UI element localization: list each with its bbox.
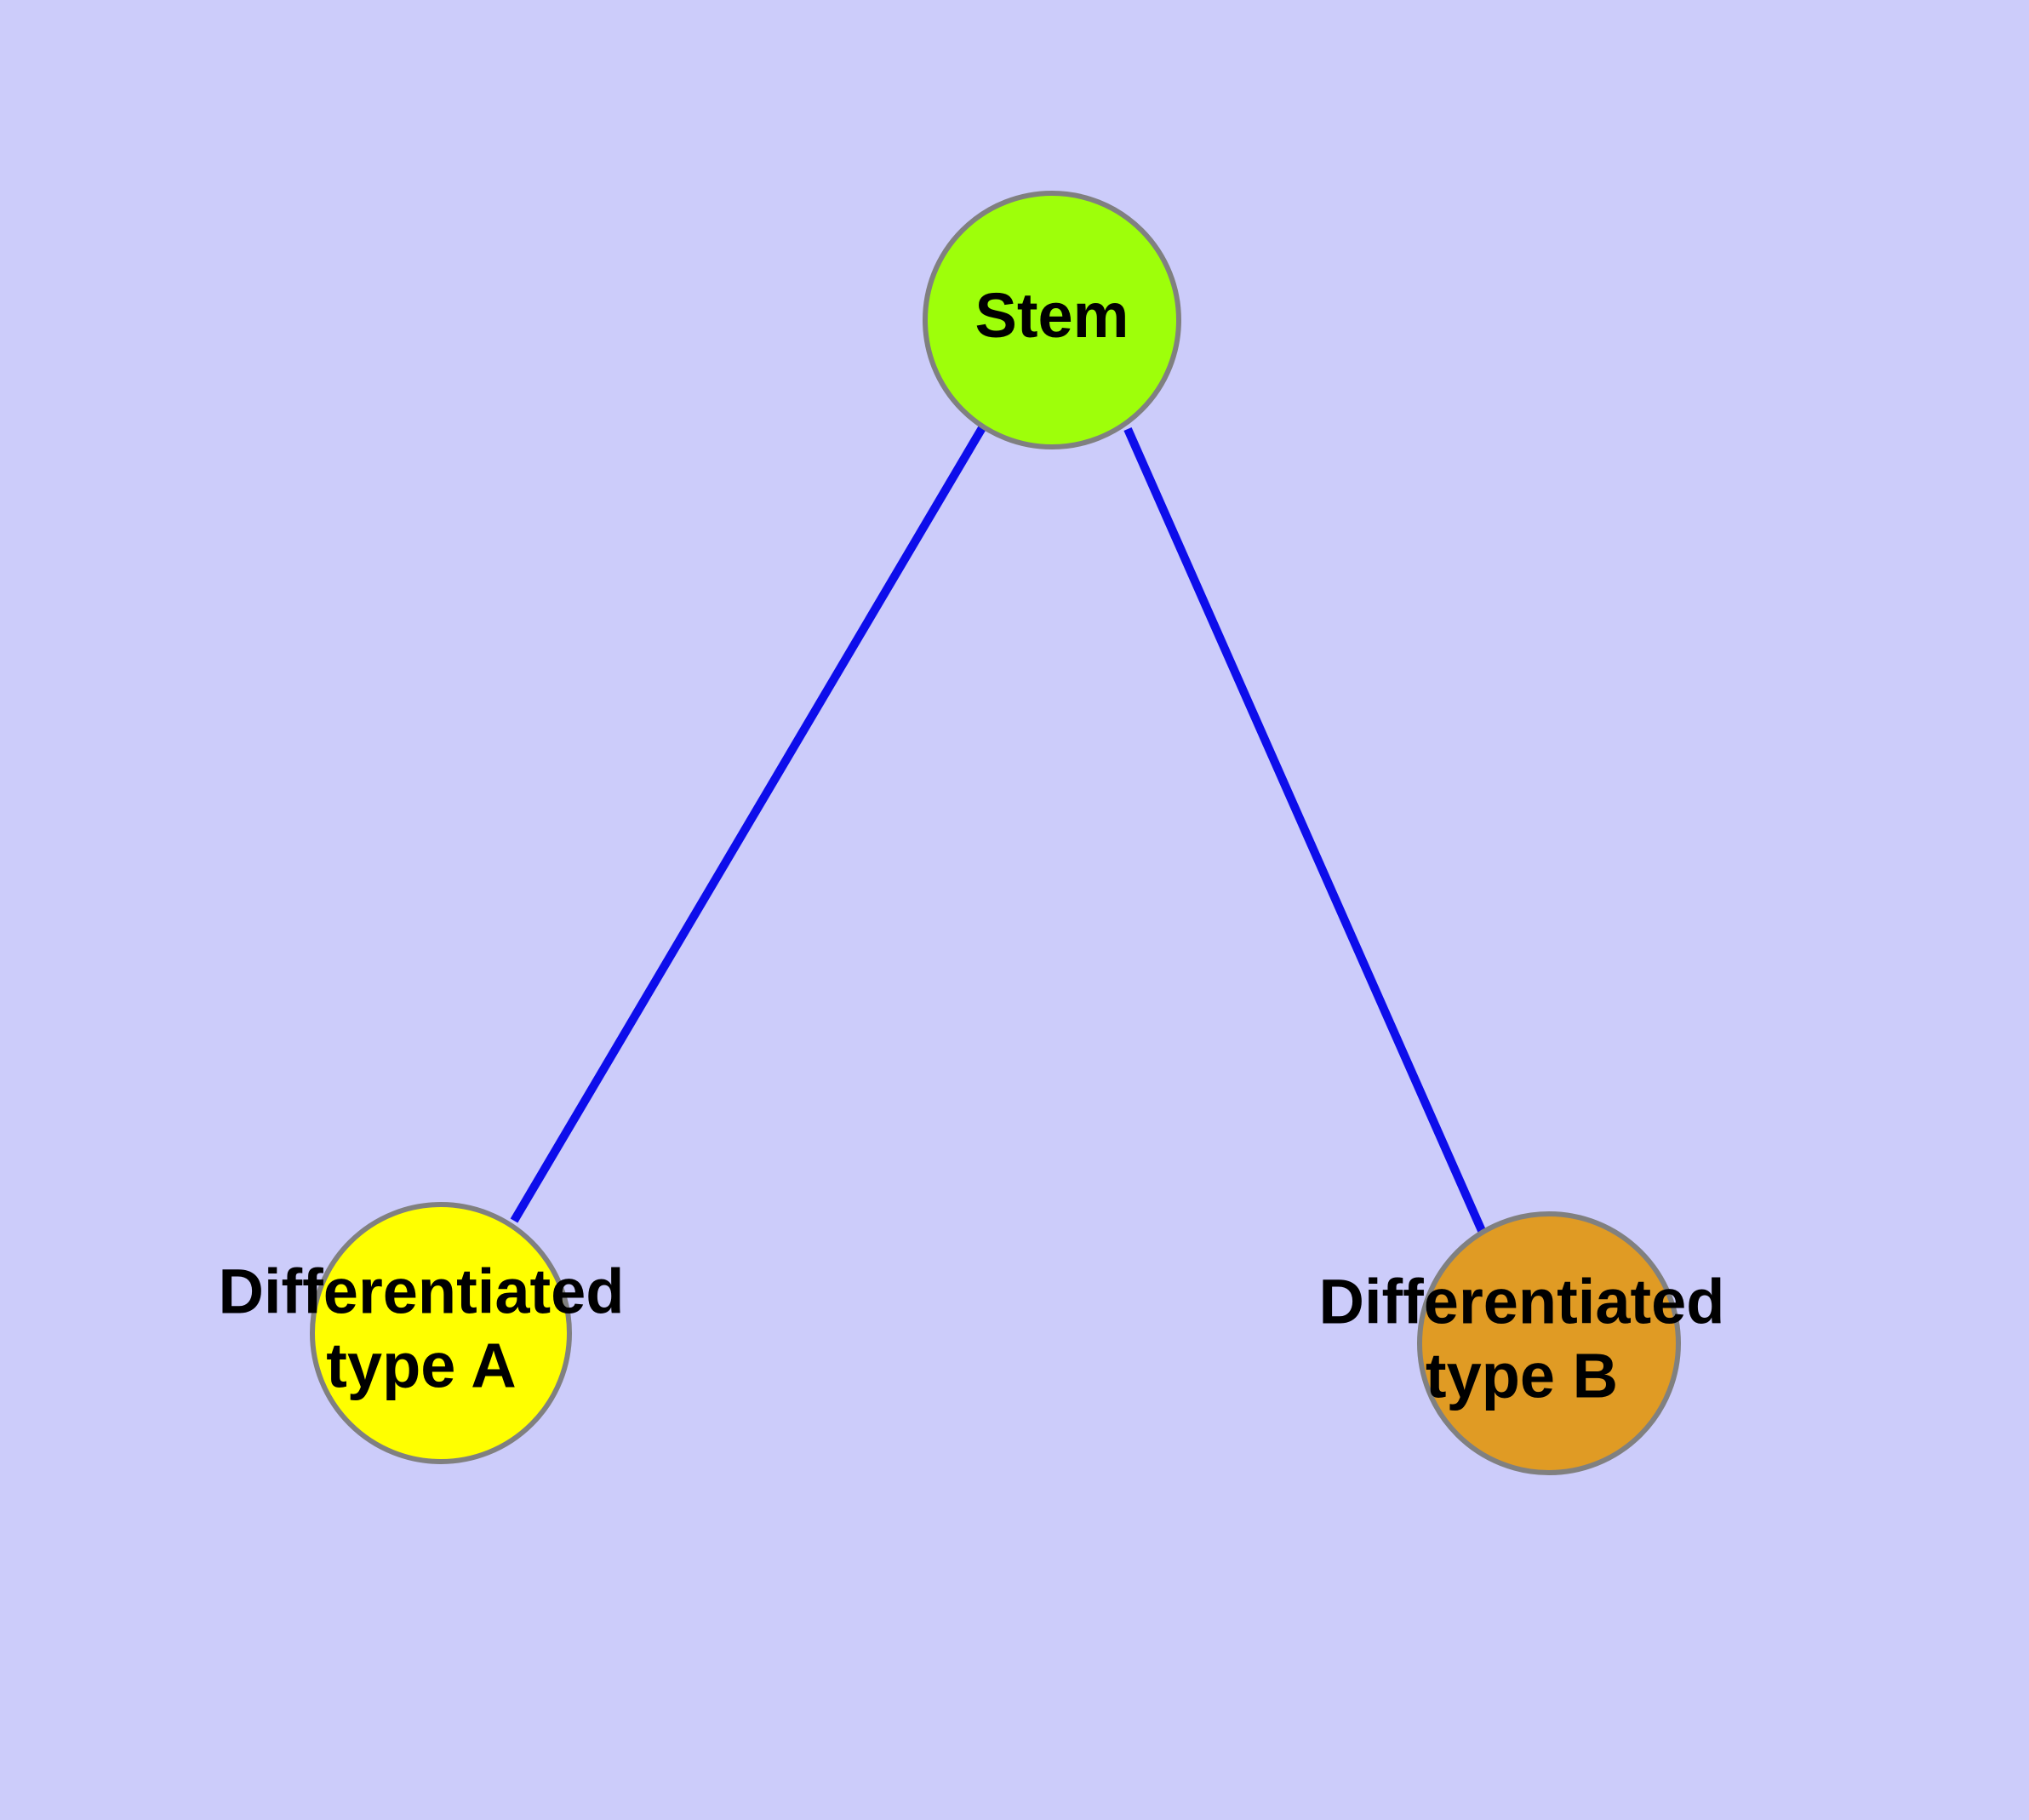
label-line: Differentiated	[1319, 1266, 1725, 1336]
node-stem-label: Stem	[975, 280, 1129, 351]
label-line: type B	[1426, 1340, 1618, 1411]
edge-stem-to-type-a[interactable]	[510, 424, 987, 1223]
label-line: type A	[326, 1330, 516, 1400]
node-diff-type-b-circle[interactable]	[1417, 1211, 1681, 1475]
node-diff-type-a-circle[interactable]	[310, 1202, 572, 1464]
label-line: Stem	[975, 280, 1129, 351]
label-line: Differentiated	[219, 1256, 625, 1326]
node-stem[interactable]: Stem	[923, 191, 1181, 449]
edge-stem-to-type-b[interactable]	[1123, 426, 1487, 1235]
node-stem-circle[interactable]	[923, 191, 1181, 449]
edges-layer	[510, 424, 1487, 1235]
